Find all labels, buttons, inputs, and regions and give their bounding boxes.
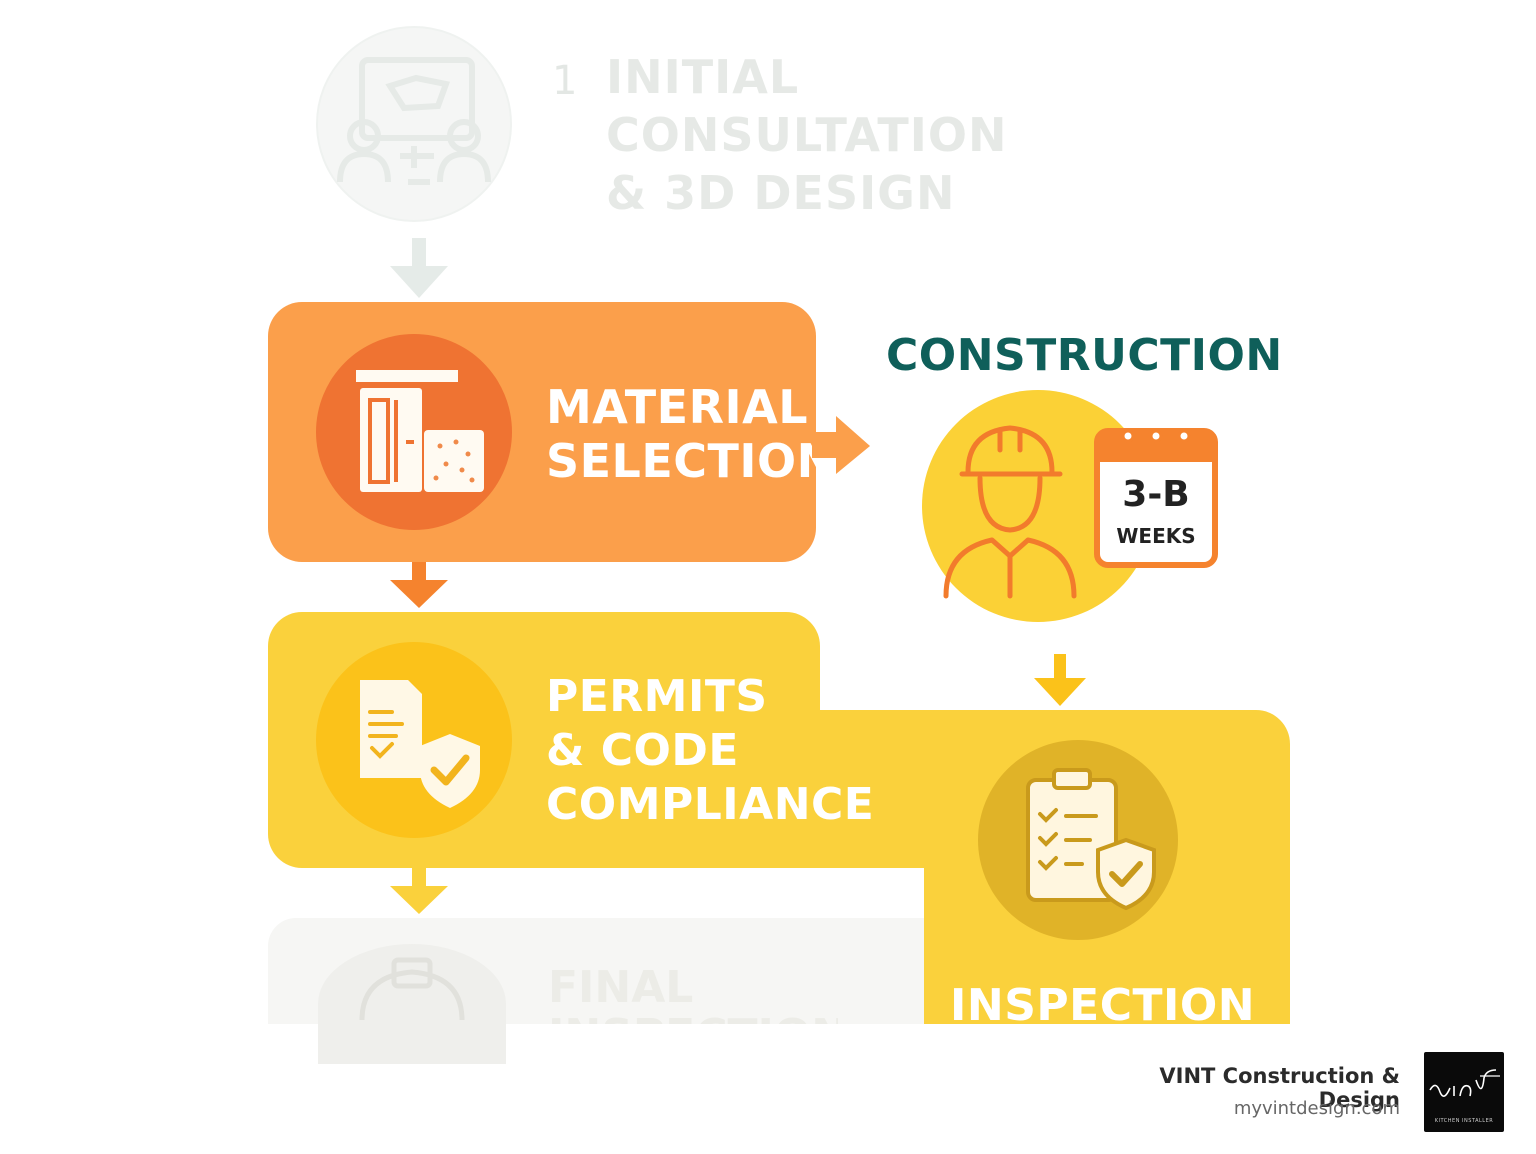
material-selection-title: MATERIAL SELECTION — [546, 380, 836, 488]
worker-icon — [943, 425, 1077, 599]
consultation-icon-circle — [316, 26, 512, 222]
permits-title: PERMITS & CODE COMPLIANCE — [546, 670, 874, 832]
arrow-right-material — [812, 416, 870, 474]
permit-icon — [360, 680, 480, 808]
consultation-icon — [337, 57, 491, 185]
step-1-title-line: CONSULTATION — [606, 108, 1008, 162]
construction-title: CONSTRUCTION — [886, 330, 1283, 381]
company-logo: KITCHEN INSTALLER — [1424, 1052, 1504, 1132]
vint-logo-icon — [1429, 1069, 1500, 1097]
inspection-title: INSPECTION — [950, 980, 1256, 1031]
material-icon — [356, 370, 484, 492]
permits-title-line: COMPLIANCE — [546, 779, 875, 830]
material-icon-circle — [316, 334, 512, 530]
helmet-icon-circle — [318, 944, 506, 1064]
calendar-unit: WEEKS — [1116, 524, 1196, 548]
checklist-shield-icon — [1026, 768, 1156, 911]
arrow-down-step1 — [390, 238, 448, 298]
footer-website[interactable]: myvintdesign.com — [1233, 1098, 1400, 1119]
permits-title-line: & CODE — [546, 725, 739, 776]
permit-icon-circle — [316, 642, 512, 838]
arrow-down-construction — [1034, 654, 1086, 706]
final-inspection-subtitle: INSPECTION — [548, 1014, 838, 1024]
permits-title-line: PERMITS — [546, 671, 768, 722]
logo-subtext: KITCHEN INSTALLER — [1434, 1118, 1494, 1124]
checklist-icon-circle — [978, 740, 1178, 940]
footer-company: VINT Construction & Design — [1159, 1064, 1400, 1112]
final-inspection-title: FINAL — [548, 962, 694, 1013]
calendar-rings — [1121, 429, 1191, 443]
helmet-icon — [359, 957, 465, 1021]
step-1-number: 1 — [552, 58, 578, 104]
arrow-down-material — [390, 562, 448, 608]
material-title-line: MATERIAL — [546, 380, 809, 434]
step-1-title: INITIAL CONSULTATION & 3D DESIGN — [606, 48, 1007, 222]
material-title-line: SELECTION — [546, 434, 836, 488]
final-inspection-subtitle-crop: INSPECTION — [548, 1014, 838, 1024]
calendar-value: 3-B — [1122, 474, 1190, 515]
step-1-title-line: INITIAL — [606, 50, 800, 104]
step-1-title-line: & 3D DESIGN — [606, 166, 956, 220]
arrow-down-permits — [390, 868, 448, 914]
calendar-icon: 3-B WEEKS — [1094, 428, 1218, 568]
